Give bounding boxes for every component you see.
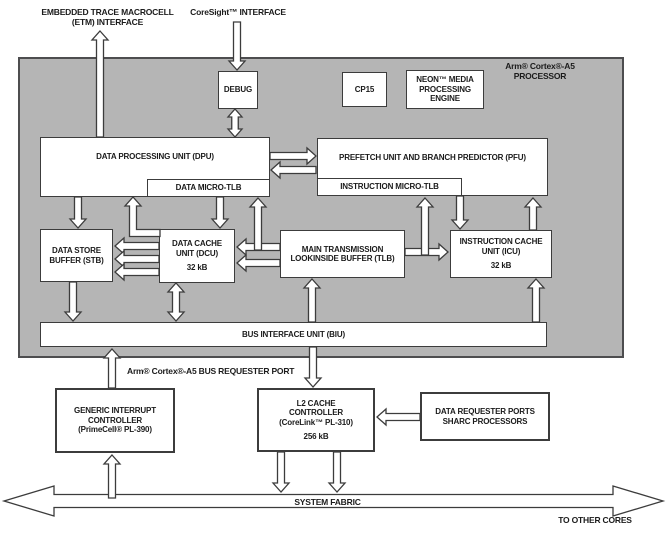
data-requester-ports-box: DATA REQUESTER PORTS SHARC PROCESSORS bbox=[420, 392, 550, 441]
processor-container bbox=[18, 57, 624, 358]
instruction-cache-unit-box: INSTRUCTION CACHE UNIT (ICU) 32 kB bbox=[450, 230, 552, 278]
instruction-cache-size-label: 32 kB bbox=[490, 261, 512, 271]
l2-cache-controller-label: L2 CACHE CONTROLLER (CoreLink™ PL-310) bbox=[279, 398, 353, 427]
instruction-micro-tlb-box: INSTRUCTION MICRO-TLB bbox=[317, 178, 462, 196]
data-cache-unit-label: DATA CACHE UNIT (DCU) bbox=[172, 239, 222, 258]
cp15-box: CP15 bbox=[342, 72, 387, 107]
arrow-l2-to-fabric-left bbox=[271, 451, 291, 493]
data-micro-tlb-box: DATA MICRO-TLB bbox=[147, 179, 270, 197]
data-store-buffer-box: DATA STORE BUFFER (STB) bbox=[40, 229, 113, 282]
arrow-fabric-to-gic bbox=[102, 454, 122, 499]
data-cache-unit-box: DATA CACHE UNIT (DCU) 32 kB bbox=[159, 229, 235, 283]
arrow-l2-to-fabric-right bbox=[327, 451, 347, 493]
main-tlb-box: MAIN TRANSMISSION LOOKINSIDE BUFFER (TLB… bbox=[280, 230, 405, 278]
generic-interrupt-controller-box: GENERIC INTERRUPT CONTROLLER (PrimeCell®… bbox=[55, 388, 175, 453]
neon-media-engine-box: NEON™ MEDIA PROCESSING ENGINE bbox=[406, 70, 484, 109]
system-fabric-label: SYSTEM FABRIC bbox=[294, 496, 361, 507]
l2-cache-controller-box: L2 CACHE CONTROLLER (CoreLink™ PL-310) 2… bbox=[257, 388, 375, 452]
debug-box: DEBUG bbox=[218, 71, 258, 109]
etm-interface-label: EMBEDDED TRACE MACROCELL (ETM) INTERFACE bbox=[41, 7, 174, 27]
data-cache-size-label: 32 kB bbox=[186, 263, 208, 273]
arrow-drp-to-l2 bbox=[376, 407, 421, 427]
l2-cache-size-label: 256 kB bbox=[303, 432, 329, 441]
bus-interface-unit-box: BUS INTERFACE UNIT (BIU) bbox=[40, 322, 547, 347]
instruction-cache-unit-label: INSTRUCTION CACHE UNIT (ICU) bbox=[459, 237, 543, 256]
to-other-cores-label: TO OTHER CORES bbox=[558, 515, 632, 525]
bus-requester-port-label: Arm® Cortex®-A5 BUS REQUESTER PORT bbox=[127, 366, 295, 376]
processor-title: Arm® Cortex®-A5 PROCESSOR bbox=[505, 61, 575, 81]
coresight-interface-label: CoreSight™ INTERFACE bbox=[190, 7, 286, 17]
